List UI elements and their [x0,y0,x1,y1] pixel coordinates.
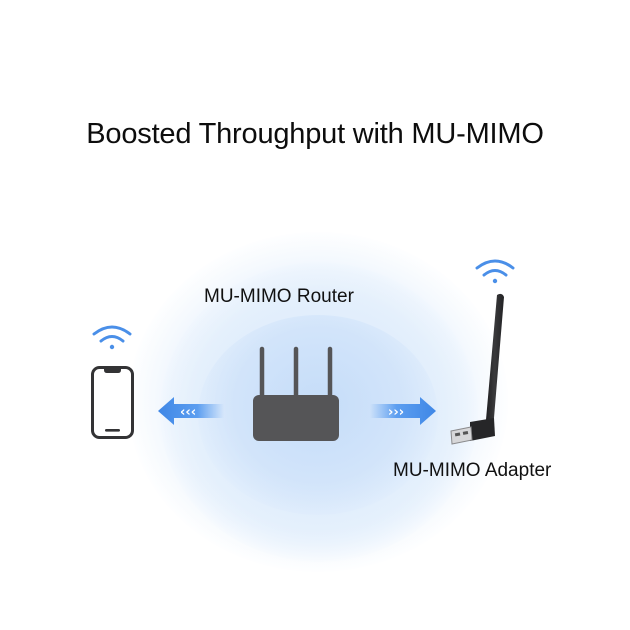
svg-text:›››: ››› [388,405,404,420]
arrow-left-icon: ‹‹‹ [158,397,224,425]
router-label: MU-MIMO Router [204,286,354,307]
wifi-signal-icon [92,325,132,350]
svg-text:‹‹‹: ‹‹‹ [180,405,196,420]
wifi-signal-icon [475,259,515,284]
router-icon [253,346,339,441]
adapter-label: MU-MIMO Adapter [393,460,552,481]
smartphone-icon [91,366,134,439]
usb-wifi-adapter-icon [450,293,504,445]
arrow-right-icon: ››› [370,397,436,425]
page-title: Boosted Throughput with MU-MIMO [86,118,544,150]
